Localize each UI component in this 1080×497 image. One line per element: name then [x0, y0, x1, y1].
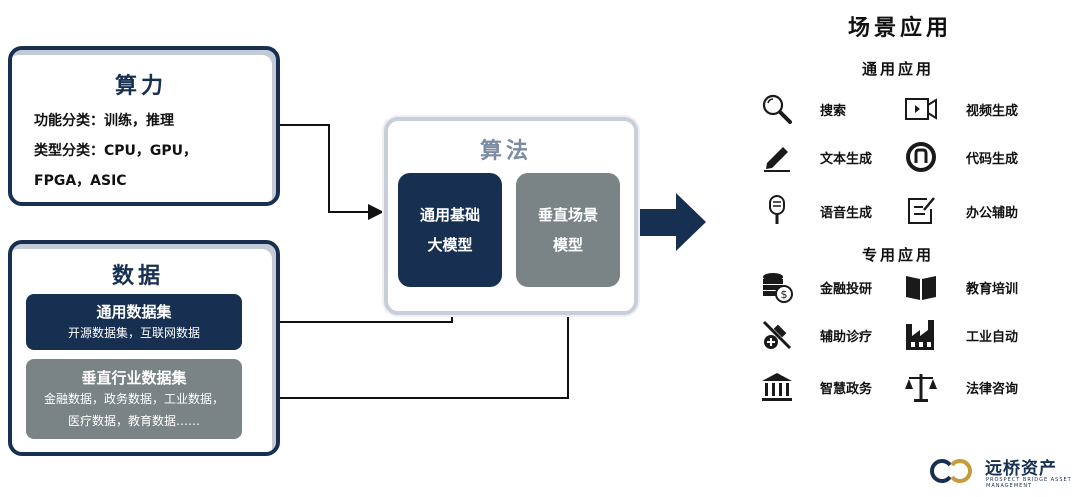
book-icon — [904, 270, 938, 304]
app-label: 工业自动 — [966, 329, 1019, 345]
app-video-generation: 视频生成 — [904, 92, 1018, 126]
general-foundation-model-box: 通用基础 大模型 — [398, 173, 502, 287]
company-logo — [928, 456, 978, 490]
scales-icon — [904, 370, 938, 404]
app-office-assist: 办公辅助 — [904, 194, 1018, 228]
microphone-icon — [760, 194, 794, 228]
general-dataset-title: 通用数据集 — [96, 303, 172, 321]
government-building-icon — [760, 370, 794, 404]
data-panel: 数据 通用数据集 开源数据集，互联网数据 垂直行业数据集 金融数据，政务数据，工… — [8, 240, 280, 456]
algorithm-panel: 算法 通用基础 大模型 垂直场景 模型 — [384, 117, 638, 315]
notepad-icon — [904, 194, 938, 228]
general-apps-title: 通用应用 — [862, 60, 935, 78]
search-icon — [760, 92, 794, 126]
app-smart-government: 智慧政务 — [760, 370, 872, 404]
vertical-dataset-desc-1: 金融数据，政务数据，工业数据， — [43, 392, 224, 406]
algorithm-title: 算法 — [480, 139, 533, 164]
company-name: 远桥资产 — [985, 459, 1057, 479]
compute-title: 算力 — [115, 74, 168, 99]
compute-function-types: 功能分类：训练，推理 — [34, 113, 174, 129]
compute-to-algorithm-arrow — [274, 124, 384, 220]
vertical-dataset-desc-2: 医疗数据，教育数据…… — [67, 414, 200, 428]
logo-mark-icon — [930, 459, 972, 483]
pen-icon — [760, 140, 794, 174]
code-icon — [904, 140, 938, 174]
app-financial-research: $ 金融投研 — [760, 270, 872, 304]
company-subtitle: PROSPECT BRIDGE ASSET MANAGEMENT — [986, 477, 1072, 489]
vertical-dataset-box: 垂直行业数据集 金融数据，政务数据，工业数据， 医疗数据，教育数据…… — [26, 359, 242, 439]
app-label: 教育培训 — [966, 281, 1019, 297]
app-industrial-automation: 工业自动 — [904, 318, 1018, 352]
app-code-generation: 代码生成 — [904, 140, 1018, 174]
vertical-model-label-2: 模型 — [552, 236, 583, 254]
app-label: 智慧政务 — [820, 381, 873, 397]
vertical-scene-model-box: 垂直场景 模型 — [516, 173, 620, 287]
app-label: 语音生成 — [820, 205, 873, 221]
app-label: 文本生成 — [820, 151, 873, 167]
general-model-label-1: 通用基础 — [419, 206, 480, 224]
app-label: 办公辅助 — [966, 205, 1019, 221]
compute-hardware-types: 类型分类：CPU，GPU， — [34, 143, 198, 159]
video-camera-icon — [904, 92, 938, 126]
svg-text:$: $ — [781, 288, 788, 301]
app-search: 搜索 — [760, 92, 846, 126]
vertical-model-label-1: 垂直场景 — [537, 206, 598, 224]
compute-panel: 算力 功能分类：训练，推理 类型分类：CPU，GPU， FPGA，ASIC — [8, 46, 280, 206]
general-dataset-box: 通用数据集 开源数据集，互联网数据 — [26, 294, 242, 350]
general-model-label-2: 大模型 — [427, 236, 473, 254]
factory-icon — [904, 318, 938, 352]
app-label: 代码生成 — [966, 151, 1019, 167]
app-label: 金融投研 — [820, 281, 873, 297]
app-legal-consulting: 法律咨询 — [904, 370, 1018, 404]
app-label: 搜索 — [820, 103, 847, 119]
app-education-training: 教育培训 — [904, 270, 1018, 304]
scenarios-title: 场景应用 — [848, 16, 953, 41]
app-label: 法律咨询 — [966, 381, 1019, 397]
app-label: 辅助诊疗 — [820, 329, 873, 345]
app-text-generation: 文本生成 — [760, 140, 872, 174]
app-label: 视频生成 — [966, 103, 1019, 119]
vertical-data-to-model-arrow — [245, 290, 576, 399]
special-apps-title: 专用应用 — [862, 246, 935, 264]
data-title: 数据 — [112, 264, 165, 289]
big-right-arrow — [636, 193, 706, 251]
general-dataset-desc: 开源数据集，互联网数据 — [67, 326, 200, 340]
coins-icon: $ — [760, 270, 794, 304]
compute-hardware-types-cont: FPGA，ASIC — [34, 173, 127, 189]
app-assisted-diagnosis: 辅助诊疗 — [760, 318, 872, 352]
medical-icon — [760, 318, 794, 352]
vertical-dataset-title: 垂直行业数据集 — [81, 369, 187, 387]
app-voice-generation: 语音生成 — [760, 194, 872, 228]
